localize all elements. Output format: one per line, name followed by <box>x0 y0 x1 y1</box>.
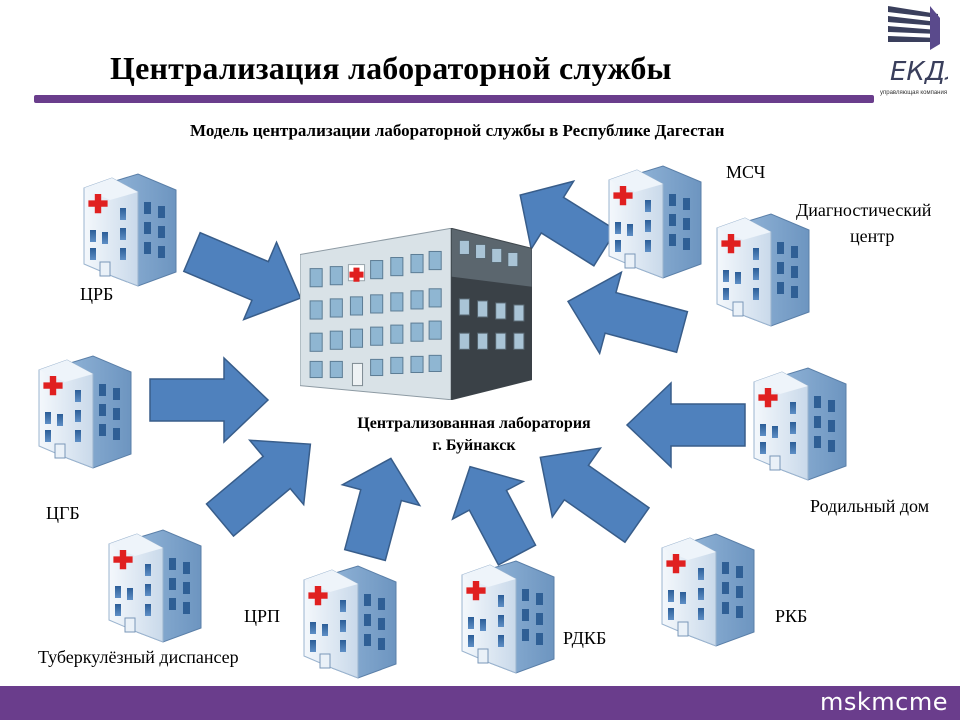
hospital-rod-icon <box>750 362 850 482</box>
logo-text: ЕКДЛ <box>890 57 948 87</box>
hospital-msch-icon <box>605 160 705 280</box>
hospital-rkb-icon <box>658 528 758 648</box>
label-diag-line1: Диагностический <box>796 200 932 220</box>
arrows-layer <box>149 180 746 566</box>
label-rkb: РКБ <box>775 606 808 626</box>
label-crp: ЦРП <box>244 606 281 626</box>
hospital-diag-icon <box>713 208 813 328</box>
arrow-rkb <box>539 447 651 544</box>
arrow-cgb <box>149 356 270 444</box>
footer-brand: mskmcme <box>820 688 948 716</box>
slide-title: Централизация лабораторной службы <box>110 50 672 86</box>
arrow-rod <box>625 381 746 469</box>
arrow-crp <box>340 457 422 562</box>
central-lab-label: Централизованная лаборатория г. Буйнакск <box>300 413 648 457</box>
hospital-crp-icon <box>300 560 400 680</box>
logo-caption: управляющая компания <box>880 90 948 96</box>
label-rod: Родильный дом <box>810 496 930 516</box>
arrow-diag <box>566 270 689 356</box>
central-lab-city: г. Буйнакск <box>432 437 516 454</box>
arrow-msch <box>519 180 618 267</box>
hospital-tub-icon <box>105 524 205 644</box>
hospital-cgb-icon <box>35 350 135 470</box>
hospital-rdkb-icon <box>458 555 558 675</box>
arrow-tub <box>205 439 312 538</box>
diagram-subtitle: Модель централизации лабораторной службы… <box>190 121 725 140</box>
label-diag-line2: центр <box>850 226 895 246</box>
title-underline <box>34 95 874 103</box>
label-crb: ЦРБ <box>80 284 114 304</box>
central-lab-building-icon <box>300 228 532 400</box>
label-msch: МСЧ <box>726 162 766 182</box>
label-tub: Туберкулёзный диспансер <box>38 647 239 667</box>
hospital-crb-icon <box>80 168 180 288</box>
label-rdkb: РДКБ <box>563 628 607 648</box>
central-lab-name: Централизованная лаборатория <box>357 415 591 432</box>
arrow-crb <box>182 231 302 321</box>
arrow-rdkb <box>451 465 537 566</box>
label-cgb: ЦГБ <box>46 503 80 523</box>
ekdl-logo-icon: ЕКДЛ <box>888 6 948 87</box>
footer-bar: mskmcme <box>0 686 960 720</box>
